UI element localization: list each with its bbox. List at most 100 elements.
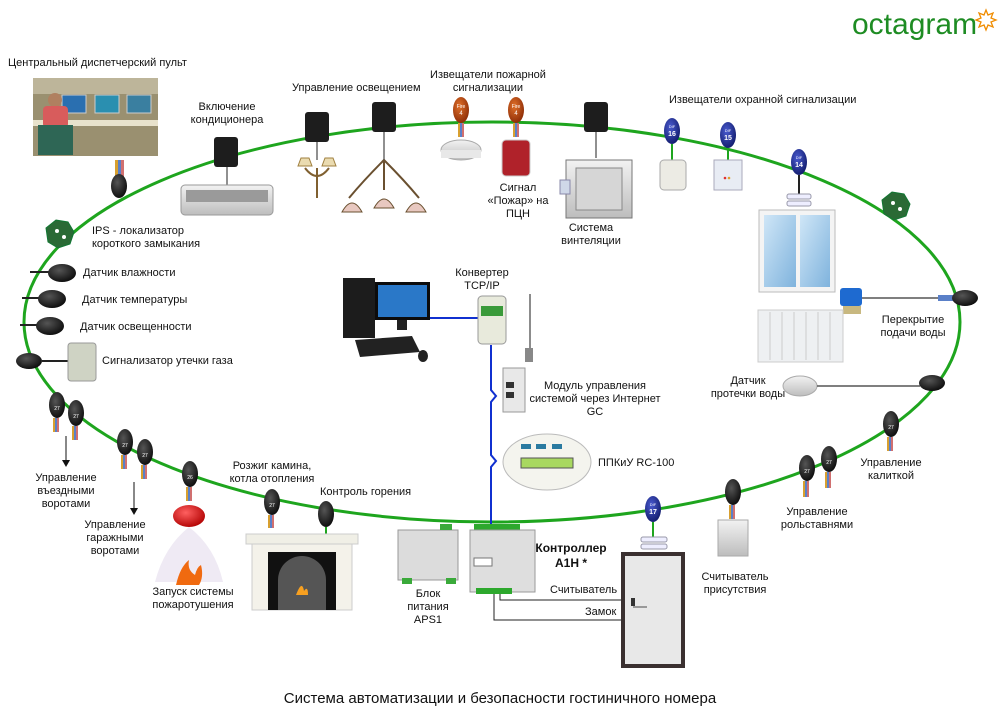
wall-lamp-image — [297, 157, 337, 198]
label-combustion: Контроль горения — [320, 486, 412, 498]
label-ips-line1: IPS - локализатор — [92, 225, 184, 237]
dispatch-console-image — [33, 78, 158, 156]
label-aircon: Включение кондиционера — [191, 101, 264, 127]
label-gc-line3: GC — [586, 406, 604, 418]
humidity-sensor — [30, 264, 76, 282]
label-fire-signal: Сигнал «Пожар» на ПЦН — [488, 182, 549, 221]
smoke-detector-image — [440, 139, 482, 161]
label-gc-module: Модуль управления системой через Интерне… — [530, 380, 661, 419]
computer-image — [343, 278, 430, 362]
label-reader: Считыватель — [550, 584, 618, 596]
label-garage-gates-line2: гаражными — [86, 532, 144, 544]
label-controller-line2: A1H * — [554, 556, 588, 570]
svg-text:DIF: DIF — [725, 128, 732, 133]
label-water-shutoff-line1: Перекрытие — [881, 314, 945, 326]
gate-module: 27 — [883, 411, 899, 451]
dispatch-module — [111, 160, 127, 198]
label-fire-signal-line1: Сигнал — [499, 182, 537, 194]
label-gc-line1: Модуль управления — [543, 380, 647, 392]
label-ventilation-line1: Система — [568, 222, 614, 234]
window-image — [758, 209, 836, 293]
svg-text:DIF: DIF — [650, 502, 657, 507]
svg-text:4: 4 — [459, 111, 463, 117]
svg-text:27: 27 — [269, 503, 275, 509]
label-dispatch: Центральный диспетчерский пульт — [8, 57, 187, 69]
data-line-vertical — [490, 345, 498, 525]
svg-text:27: 27 — [804, 469, 810, 475]
motion-detector-image — [659, 159, 687, 191]
label-psu: Блок питания APS1 — [407, 588, 448, 627]
dif14-module: DIF 14 — [791, 149, 807, 194]
label-converter: Конвертер TCP/IP — [455, 267, 508, 293]
label-gate-line1: Управление — [860, 457, 922, 469]
fire-module-1: Fire 4 — [453, 97, 469, 137]
fire-extinguisher-image — [155, 505, 223, 585]
door-contact-sensor-image — [786, 193, 812, 207]
combustion-module — [318, 501, 334, 534]
ips-localizer-right — [881, 191, 911, 221]
svg-text:26: 26 — [187, 475, 193, 481]
label-presence-line1: Считыватель — [701, 571, 769, 583]
ips-localizer-left — [45, 219, 75, 249]
label-entry-gates-line3: воротами — [41, 498, 91, 510]
label-converter-line2: TCP/IP — [464, 280, 500, 292]
water-shutoff-module — [938, 290, 978, 306]
label-garage-gates: Управление гаражными воротами — [84, 519, 145, 558]
svg-text:17: 17 — [649, 509, 657, 516]
lighting-controller-1 — [305, 112, 329, 160]
ventilation-controller — [584, 102, 608, 158]
presence-module — [725, 479, 741, 519]
logo-star-icon — [974, 8, 998, 32]
label-temperature: Датчик температуры — [82, 294, 188, 306]
glass-break-detector-image — [713, 159, 743, 191]
ventilation-damper-image — [559, 159, 633, 219]
label-gc-line2: системой через Интернет — [529, 393, 661, 405]
light-sensor — [20, 317, 64, 335]
lighting-controller-2 — [372, 102, 396, 160]
label-aircon-line2: кондиционера — [190, 114, 264, 126]
water-leak-module — [919, 375, 945, 391]
label-fireplace-line1: Розжиг камина, — [232, 460, 312, 472]
aircon-controller — [214, 137, 238, 185]
label-shutters: Управление рольставнями — [781, 506, 853, 532]
reader-wire — [499, 594, 630, 601]
label-water-leak: Датчик протечки воды — [711, 375, 785, 401]
label-fire-signal-line2: «Пожар» на — [487, 195, 549, 207]
label-water-leak-line1: Датчик — [730, 375, 766, 387]
chandelier-image — [341, 159, 427, 213]
label-fire-detectors: Извещатели пожарной сигнализации — [430, 69, 546, 95]
tcpip-converter-image — [477, 295, 507, 345]
label-garage-gates-line1: Управление — [84, 519, 146, 531]
label-entry-gates-line1: Управление — [35, 472, 97, 484]
fireplace-module: 27 — [264, 489, 280, 528]
lock-wire — [493, 594, 630, 621]
diagram-caption: Система автоматизации и безопасности гос… — [283, 690, 717, 707]
label-psu-line3: APS1 — [413, 614, 443, 626]
label-fireplace-line2: котла отопления — [229, 473, 315, 485]
garage-gate-module-2: 27 — [137, 439, 153, 479]
label-water-shutoff: Перекрытие подачи воды — [881, 314, 946, 340]
water-leak-sensor-image — [782, 375, 818, 397]
gas-detector — [16, 342, 97, 382]
psu-aps1-image — [397, 524, 459, 584]
svg-text:Fire: Fire — [512, 104, 521, 110]
svg-text:16: 16 — [668, 131, 676, 138]
label-presence: Считыватель присутствия — [701, 571, 768, 597]
svg-text:27: 27 — [54, 406, 60, 412]
label-fire-detectors-line1: Извещатели пожарной — [430, 69, 546, 81]
label-aircon-line1: Включение — [198, 101, 256, 113]
entry-gate-module-2: 27 — [68, 400, 84, 440]
label-entry-gates-line2: въездными — [37, 485, 95, 497]
gc-module-image — [502, 294, 533, 413]
label-water-shutoff-line2: подачи воды — [880, 327, 946, 339]
label-ips: IPS - локализатор короткого замыкания — [92, 225, 200, 251]
svg-text:27: 27 — [122, 443, 128, 449]
svg-text:Fire: Fire — [457, 104, 466, 110]
radiator-image — [757, 309, 844, 363]
aircon-unit-image — [180, 184, 274, 216]
svg-text:27: 27 — [888, 425, 894, 431]
label-fire-detectors-line2: сигнализации — [452, 82, 524, 94]
shutters-module-1: 27 — [799, 455, 815, 497]
label-ventilation-line2: винтеляции — [561, 235, 621, 247]
